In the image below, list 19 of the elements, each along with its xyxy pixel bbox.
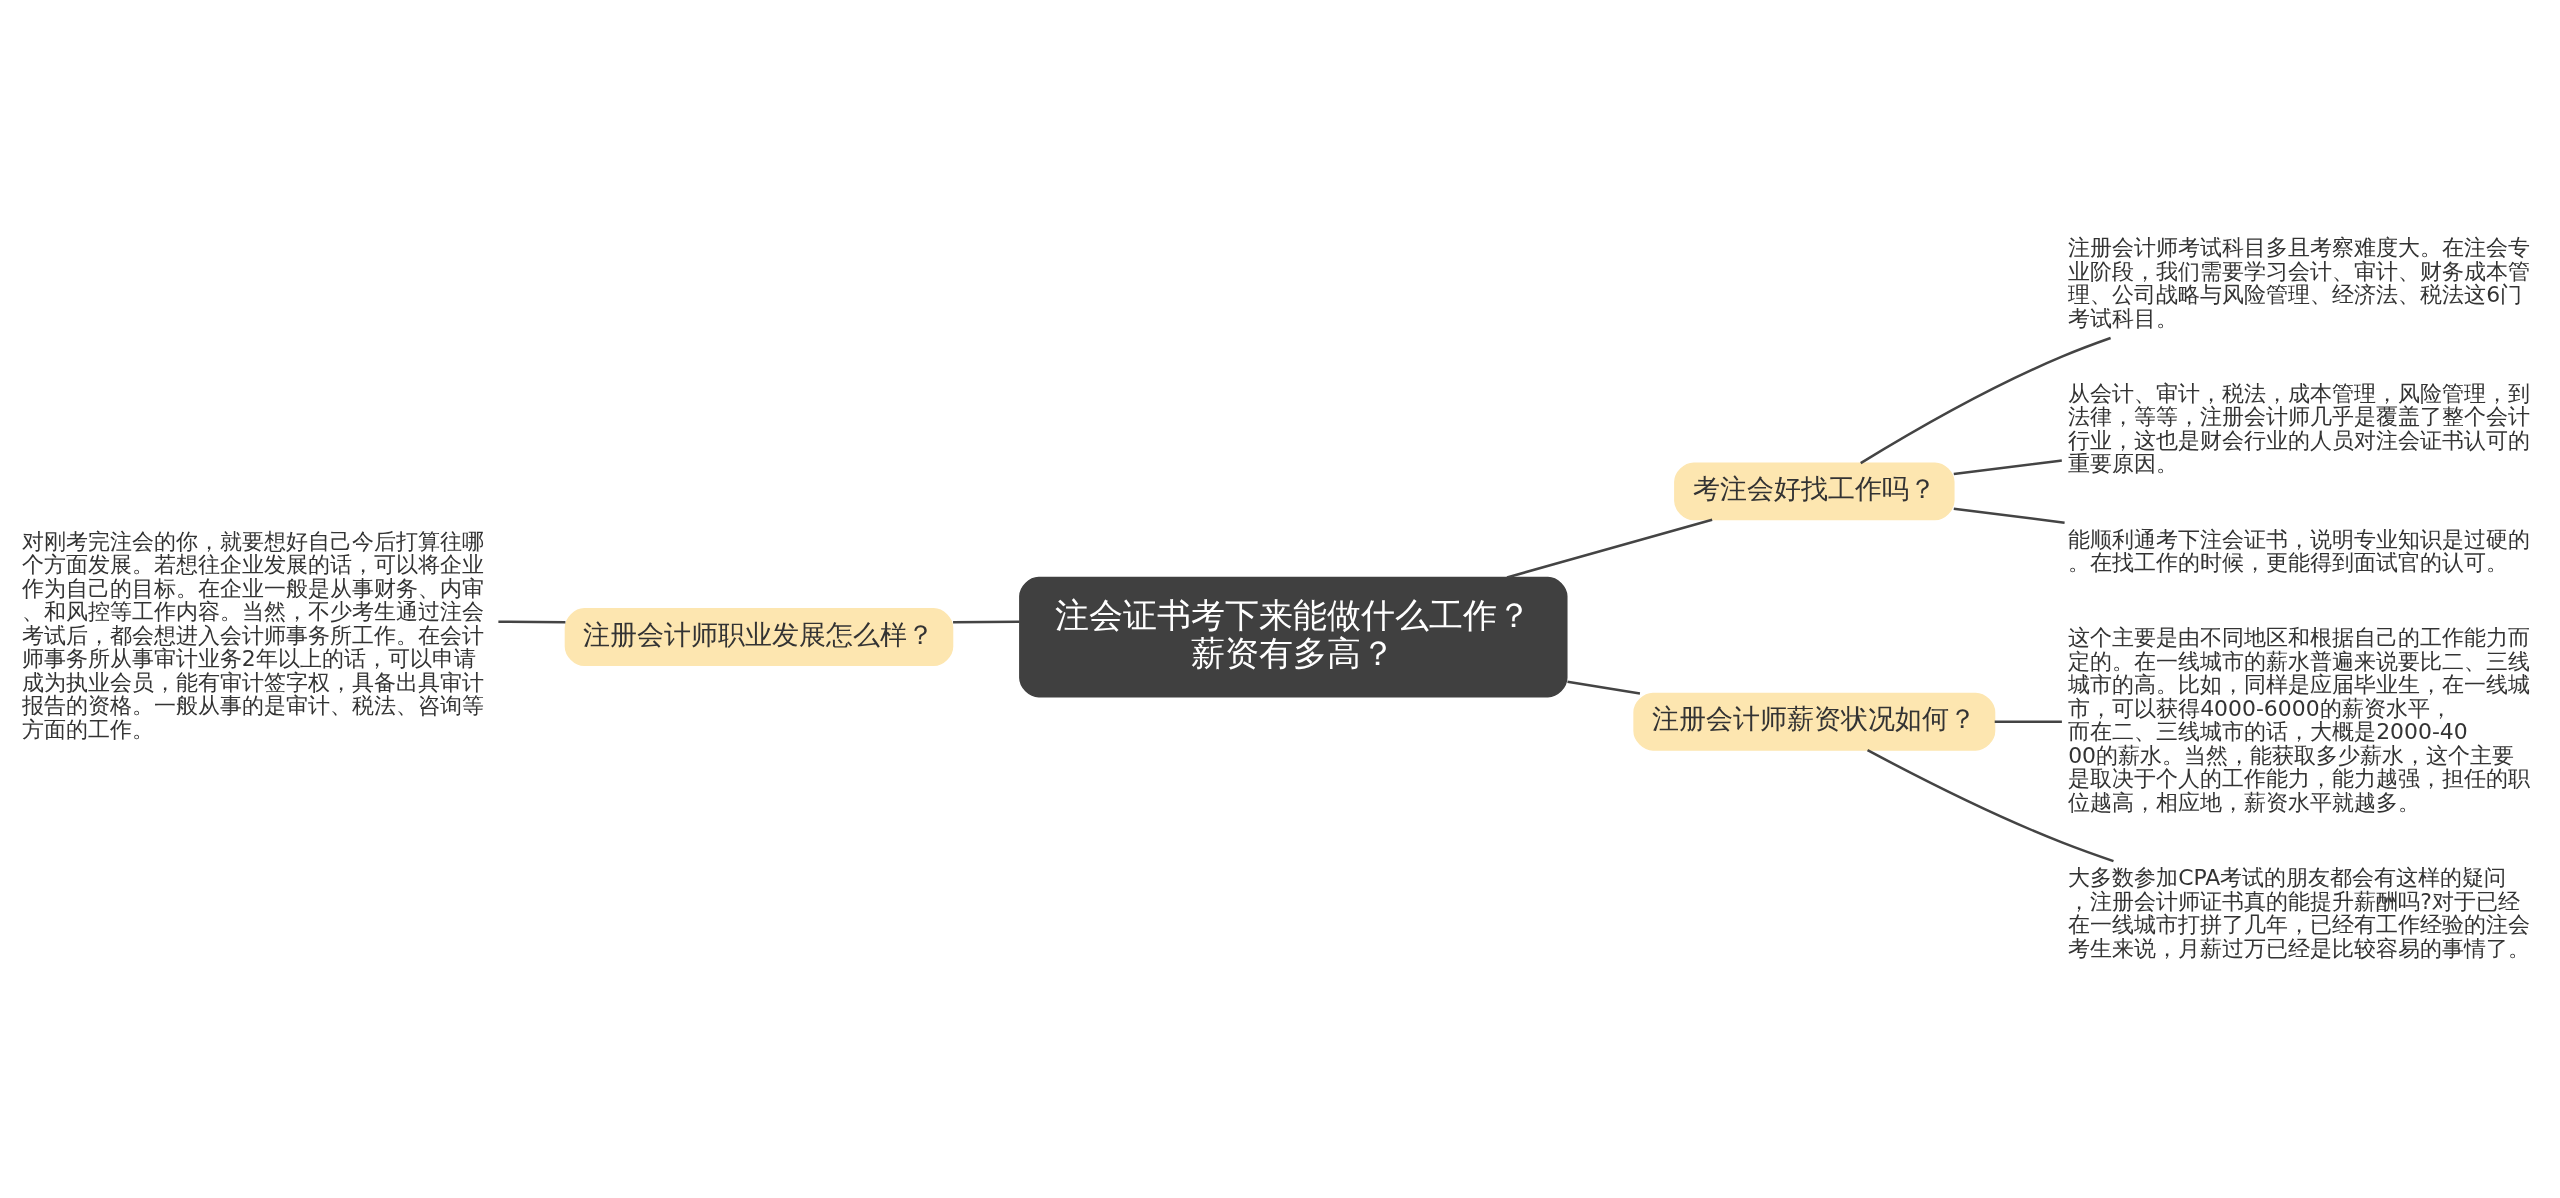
node-box: 注册会计师薪资状况如何？ (1633, 692, 1996, 751)
node-box: 注会证书考下来能做什么工作？薪资有多高？ (1019, 576, 1568, 697)
node-text: 从会计、审计，税法，成本管理，风险管理，到法律，等等，注册会计师几乎是覆盖了整个会计行业，这也是财会行业的人员对注会证书认可的重要原因。 (2068, 380, 2531, 476)
connector (498, 620, 566, 623)
node-text: 注册会计师考试科目多且考察难度大。在注会专业阶段，我们需要学习会计、审计、财务成本管理、公司战略与风险管理、经济法、税法这6门考试科目。 (2068, 234, 2531, 331)
node-box: 注册会计师职业发展怎么样？ (564, 607, 954, 666)
connector (1953, 458, 2062, 475)
node-text: 这个主要是由不同地区和根据自己的工作能力而定的。在一线城市的薪水普遍来说要比二、三线城市的高。比如，同样是应届毕业生，在一线城市，可以获得4000-6000的薪资水平，而在二、三线城市的话，大概是2000-4000的薪水。当然，能获取多少薪水，这个主要是取决于个人的工作能力，能力越强，担任的职位越高，相应地，薪资水平就越多。 (2068, 624, 2531, 815)
connector (953, 620, 1020, 624)
connector (1866, 748, 2114, 862)
node-text: 能顺利通考下注会证书，说明专业知识是过硬的。在找工作的时候，更能得到面试官的认可。 (2068, 526, 2531, 575)
node-text: 大多数参加CPA考试的朋友都会有这样的疑问，注册会计师证书真的能提升薪酬吗?对于已经在一线城市打拼了几年，已经有工作经验的注会考生来说，月薪过万已经是比较容易的事情了。 (2068, 864, 2531, 961)
connector (1953, 507, 2065, 524)
connector (1860, 336, 2112, 464)
node-text: 对刚考完注会的你，就要想好自己今后打算往哪个方面发展。若想往企业发展的话，可以将企业作为自己的目标。在企业一般是从事财务、内审、和风控等工作内容。当然，不少考生通过注会考试后，都会想进入会计师事务所工作。在会计师事务所从事审计业务2年以上的话，可以申请成为执业会员，能有审计签字权，具备出具审计报告的资格。一般从事的是审计、税法、咨询等方面的工作。 (21, 528, 484, 742)
node-box: 考注会好找工作吗？ (1674, 461, 1955, 520)
connector (1506, 518, 1713, 579)
connector (1994, 719, 2062, 723)
connector (1567, 679, 1641, 695)
